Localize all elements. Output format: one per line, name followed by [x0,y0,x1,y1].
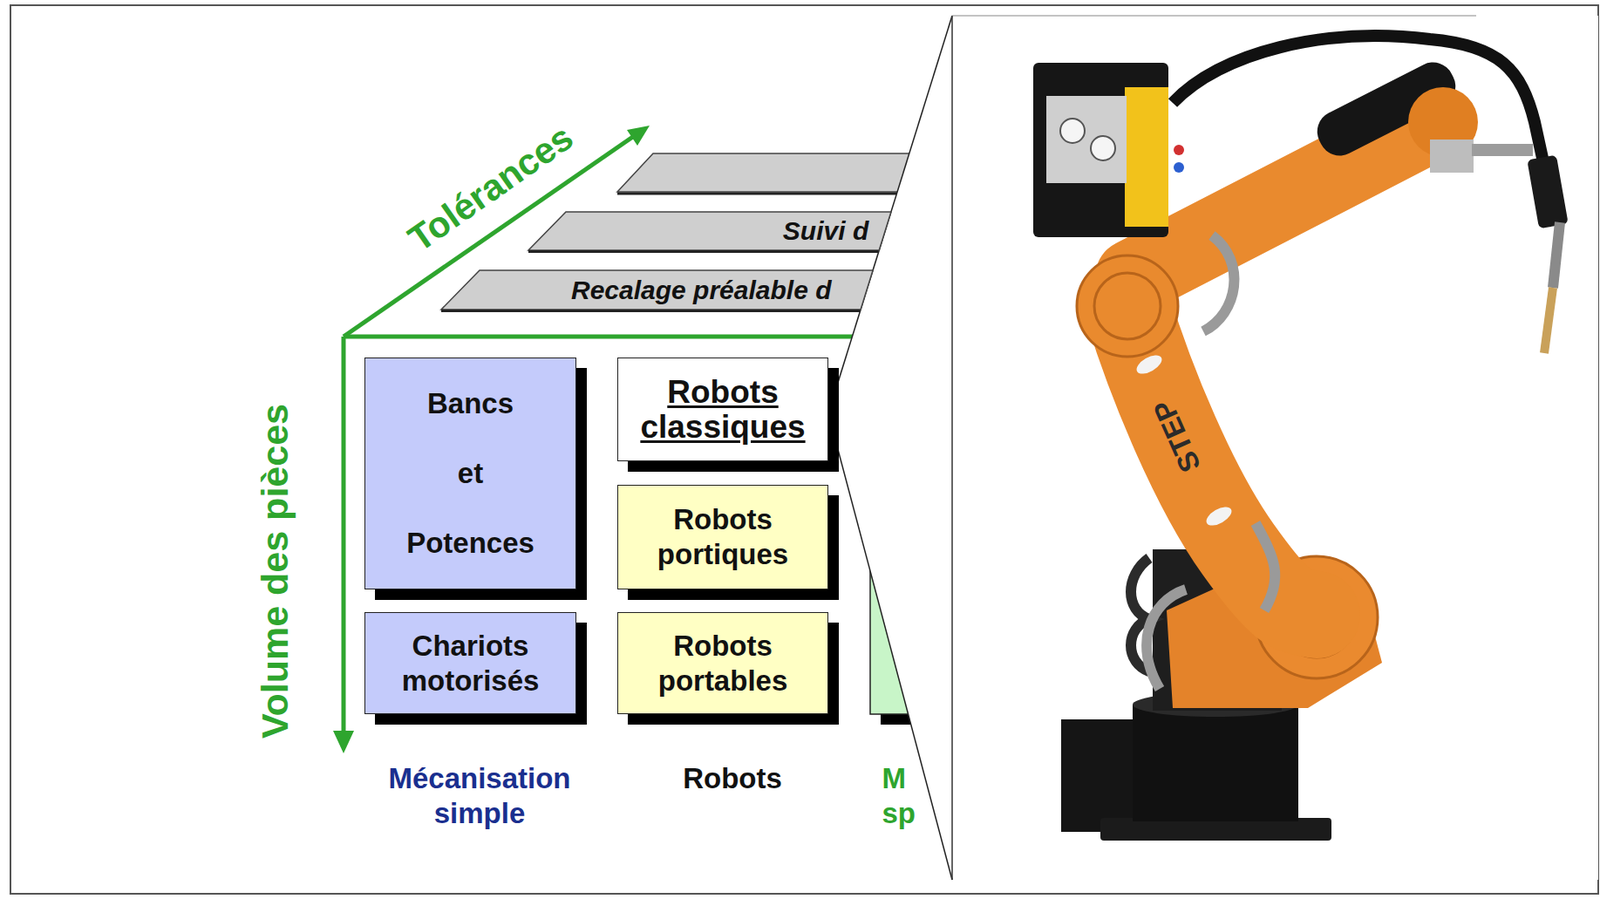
welding-robot-part [1544,287,1553,354]
welding-robot-part [1132,704,1299,822]
photo-panel-part [828,15,1599,880]
box-text: Robots portiques [625,502,821,572]
welding-robot-part [1094,272,1161,340]
photo-panel-part [951,15,954,880]
welding-robot-part [1127,306,1317,615]
box-text: Bancs et Potences [372,368,569,579]
method-box: Robots portiques [617,484,829,590]
robot-brand: STEP [1146,394,1208,477]
band-text: Recalage préalable d [571,270,831,310]
welding-robot-part [1172,35,1546,171]
box-text: Robots portables [625,628,821,699]
welding-robot-part [1133,122,1435,278]
welding-robot [1033,35,1569,841]
axis-label: Volume des pièces [253,403,297,739]
welding-robot-part [1124,87,1169,227]
welding-robot-part [1471,143,1533,157]
box-text: Chariots motorisés [372,628,569,699]
welding-robot-part [1046,95,1127,184]
axes-part [333,730,355,754]
column-label: Robots [601,761,864,797]
axes-part [341,336,347,735]
process-band: Recalage préalable d [441,270,873,310]
band-text: Suivi d [782,211,869,251]
welding-robot-part [1526,155,1568,230]
method-box: Chariots motorisés [364,612,577,715]
welding-robot-part [1060,118,1085,143]
box-text: Robots classiques [625,374,821,445]
band-fill [528,211,892,251]
photo-panel-part [952,15,1477,17]
welding-robot-part [1203,503,1235,530]
column-label: Mécanisation simple [348,761,611,831]
welding-robot-part [1203,235,1234,332]
method-box: Robots classiques [617,357,829,462]
method-box: Bancs et Potences [364,357,577,590]
outer-frame [10,5,1599,894]
welding-robot-part [1552,222,1560,288]
band-shadow [528,250,879,253]
welding-robot-part [1255,523,1275,611]
welding-robot-part [1090,136,1116,161]
welding-robot-part [1061,719,1133,832]
welding-robot-part [1429,139,1474,173]
process-band: Suivi d [528,211,892,251]
band-shadow [441,309,860,313]
welding-robot-part [1033,62,1169,238]
column-label: M sp [881,761,916,831]
method-box: Robots portables [617,612,829,715]
welding-robot-part [1173,144,1185,156]
axes-part [626,125,650,146]
photo-panel-part [828,413,953,880]
band-fill [441,270,873,310]
welding-robot-part [1146,589,1186,689]
photo-panel [828,15,1599,880]
welding-robot-part [1173,162,1185,173]
welding-robot-part [1076,255,1178,357]
